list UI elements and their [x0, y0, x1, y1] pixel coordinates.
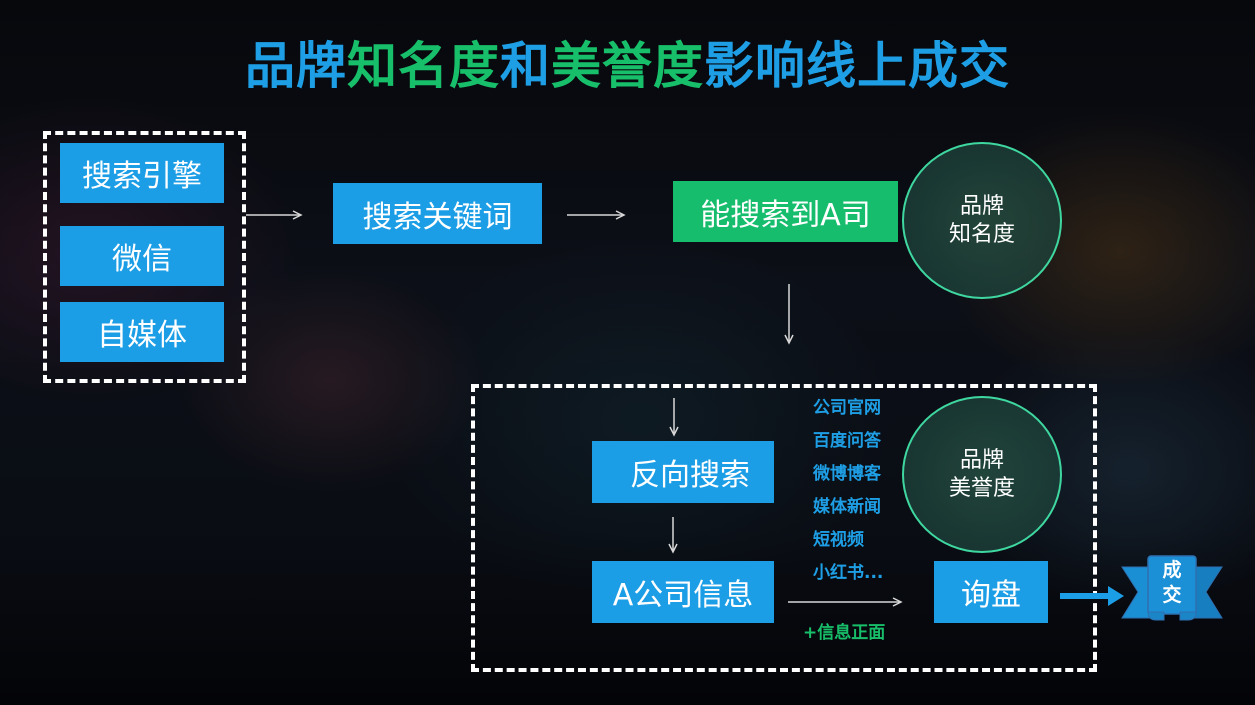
info-sources-list: 公司官网 百度问答 微博博客 媒体新闻 短视频 小红书... [813, 392, 903, 590]
deal-ribbon: 成 交 [1120, 554, 1224, 624]
ribbon-line: 交 [1162, 584, 1182, 606]
channel-search-engine: 搜索引擎 [60, 143, 224, 203]
info-source-item: 小红书... [813, 563, 884, 583]
page-title: 品牌知名度和美誉度影响线上成交 [0, 26, 1255, 98]
title-part: 和 [500, 37, 551, 95]
reputation-group [471, 384, 1097, 672]
channel-self-media: 自媒体 [60, 302, 224, 362]
channels-group [43, 131, 246, 383]
title-part: 知名度 [347, 37, 500, 95]
circle-line: 美誉度 [948, 475, 1015, 501]
info-source-item: 微博博客 [813, 464, 881, 484]
brand-awareness-circle: 品牌 知名度 [902, 142, 1062, 299]
info-source-item: 短视频 [813, 530, 864, 550]
reverse-search-box: 反向搜索 [592, 441, 774, 503]
search-keyword-box: 搜索关键词 [333, 183, 542, 244]
channel-wechat: 微信 [60, 226, 224, 286]
arrow-right-icon [788, 597, 903, 607]
ribbon-icon [1121, 555, 1223, 621]
circle-line: 知名度 [948, 221, 1015, 247]
positive-info-label: +信息正面 [803, 623, 886, 643]
arrow-down-icon [784, 284, 794, 345]
arrow-right-icon [567, 210, 626, 220]
ribbon-line: 成 [1162, 559, 1182, 581]
arrow-down-icon [668, 517, 678, 554]
arrow-right-icon [246, 210, 303, 220]
info-source-item: 媒体新闻 [813, 497, 881, 517]
brand-reputation-circle: 品牌 美誉度 [902, 396, 1062, 553]
arrow-down-icon [669, 398, 679, 437]
company-info-box: A公司信息 [592, 561, 774, 623]
arrow-right-icon [1060, 586, 1124, 606]
circle-line: 品牌 [959, 447, 1004, 473]
title-part: 影响线上成交 [704, 37, 1010, 95]
info-source-item: 百度问答 [813, 431, 881, 451]
circle-line: 品牌 [959, 193, 1004, 219]
title-part: 美誉度 [551, 37, 704, 95]
found-company-box: 能搜索到A司 [673, 181, 898, 242]
title-part: 品牌 [245, 37, 347, 95]
info-source-item: 公司官网 [813, 398, 881, 418]
inquiry-box: 询盘 [934, 561, 1048, 623]
